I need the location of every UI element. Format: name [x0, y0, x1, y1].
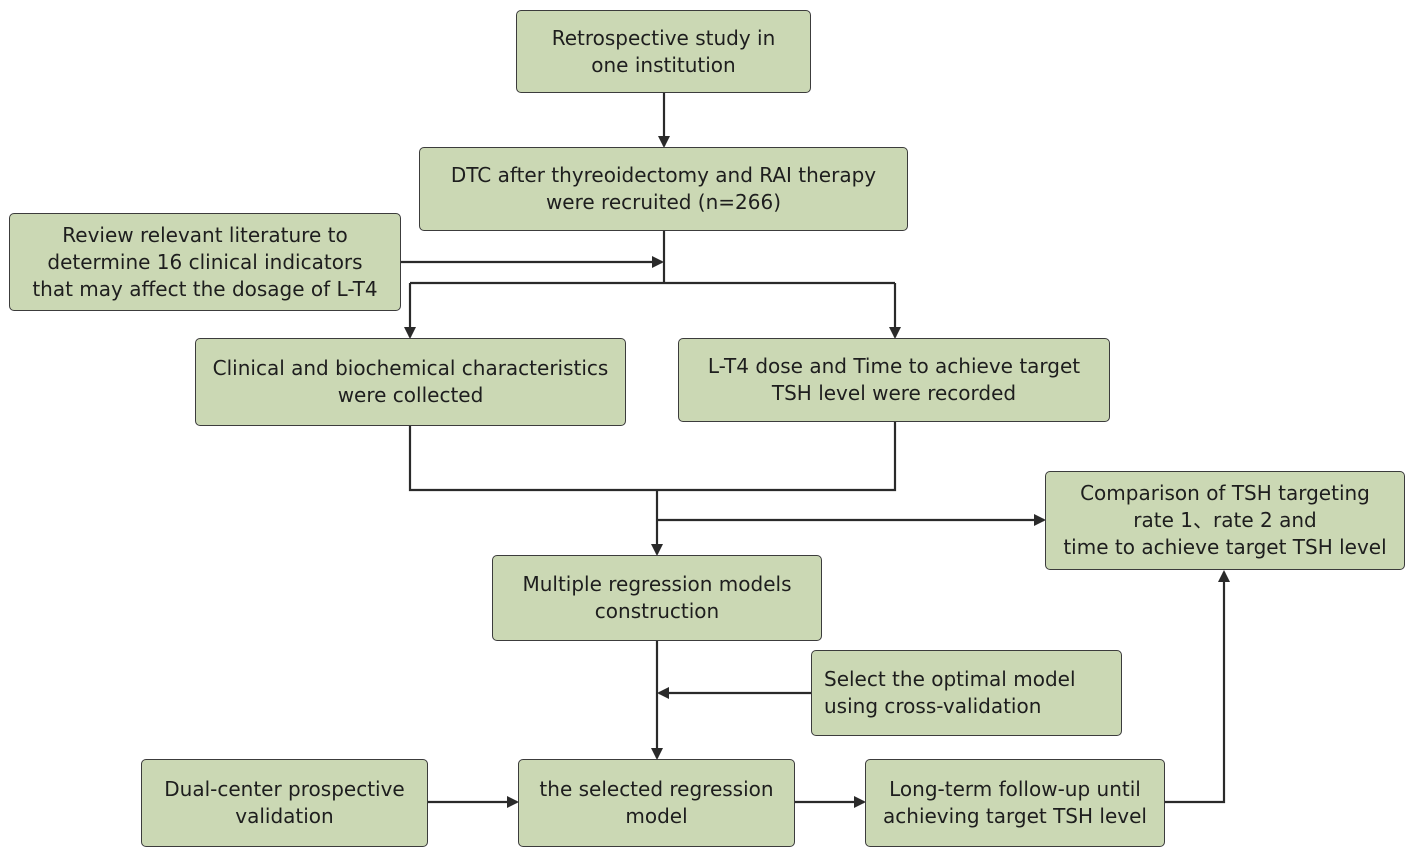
box-regression-construction: Multiple regression models construction [492, 555, 822, 641]
box-selected-regression-model: the selected regression model [518, 759, 795, 847]
box-lt4-dose-recorded: L-T4 dose and Time to achieve target TSH… [678, 338, 1110, 422]
box-literature-review: Review relevant literature to determine … [9, 213, 401, 311]
box-clinical-characteristics: Clinical and biochemical characteristics… [195, 338, 626, 426]
box-long-term-followup: Long-term follow-up until achieving targ… [865, 759, 1165, 847]
arrow-followup-to-comparison [1165, 570, 1230, 804]
box-comparison-tsh: Comparison of TSH targeting rate 1、rate … [1045, 471, 1405, 570]
box-optimal-model: Select the optimal model using cross-val… [811, 650, 1122, 736]
line-merge [408, 422, 897, 492]
box-retrospective-study: Retrospective study in one institution [516, 10, 811, 93]
box-dual-center-validation: Dual-center prospective validation [141, 759, 428, 847]
box-dtc-recruited: DTC after thyreoidectomy and RAI therapy… [419, 147, 908, 231]
